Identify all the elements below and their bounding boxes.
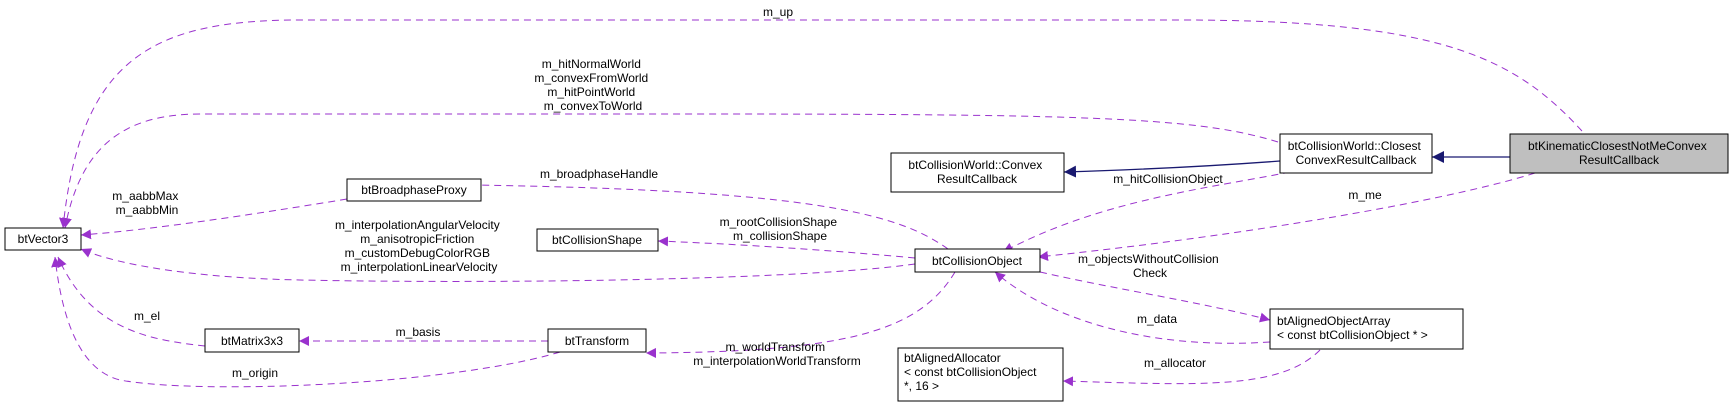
edge-closest-to-vector [61,113,1279,229]
node-closest-convex-result-callback[interactable]: btCollisionWorld::Closest ConvexResultCa… [1279,133,1433,174]
edge-closest-inherits-convex [1063,160,1281,178]
svg-text:btVector3: btVector3 [18,232,69,246]
node-bt-transform[interactable]: btTransform [547,328,647,353]
edge-collision-shape [657,236,916,259]
label-object-vector: m_interpolationAngularVelocity m_anisotr… [335,218,503,274]
label-m-el: m_el [134,309,160,323]
edge-labels: m_up m_hitNormalWorld m_convexFromWorld … [112,5,1382,380]
label-m-up: m_up [763,5,793,19]
svg-text:btMatrix3x3: btMatrix3x3 [221,334,283,348]
edges [51,19,1591,388]
edge-m-el [57,256,206,347]
edge-m-me [1037,172,1536,261]
svg-text:btKinematicClosestNotMeConvex: btKinematicClosestNotMeConvex ResultCall… [1528,139,1710,167]
svg-text:btAlignedAllocator < con: btAlignedAllocator < const btCollisionOb… [904,351,1040,393]
node-bt-aligned-object-array[interactable]: btAlignedObjectArray < const btCollision… [1269,308,1464,350]
edge-m-data [994,271,1271,344]
node-bt-vector3[interactable]: btVector3 [4,227,82,251]
node-bt-aligned-allocator[interactable]: btAlignedAllocator < const btCollisionOb… [897,347,1064,402]
edge-world-transform [645,271,956,358]
svg-text:btTransform: btTransform [565,334,629,348]
svg-text:btCollisionWorld::Convex: btCollisionWorld::Convex ResultCallback [908,158,1045,186]
label-hit-collision-object: m_hitCollisionObject [1113,172,1223,186]
label-objects-without-collision: m_objectsWithoutCollision Check [1078,252,1222,280]
edge-aabb [80,198,348,240]
svg-text:btCollisionObject: btCollisionObject [932,254,1023,268]
edge-broadphase-handle [469,180,949,250]
label-aabb: m_aabbMax m_aabbMin [112,189,181,217]
label-world-transform: m_worldTransform m_interpolationWorldTra… [693,340,860,368]
svg-text:btBroadphaseProxy: btBroadphaseProxy [361,183,466,197]
label-closest-vector: m_hitNormalWorld m_convexFromWorld m_hit… [534,57,651,113]
edge-object-to-vector [80,248,916,282]
label-m-allocator: m_allocator [1144,356,1206,370]
svg-text:btAlignedObjectArray < c: btAlignedObjectArray < const btCollision… [1277,314,1428,342]
label-m-origin: m_origin [232,366,278,380]
edge-hit-collision-object [1002,171,1291,253]
node-bt-matrix3x3[interactable]: btMatrix3x3 [204,328,300,353]
node-kinematic-closest-not-me-convex-result-callback[interactable]: btKinematicClosestNotMeConvex ResultCall… [1509,133,1729,174]
node-convex-result-callback[interactable]: btCollisionWorld::Convex ResultCallback [890,152,1065,193]
node-bt-collision-object[interactable]: btCollisionObject [914,248,1041,273]
svg-text:btCollisionShape: btCollisionShape [552,233,642,247]
edge-objects-without-collision [1039,271,1271,323]
svg-text:btCollisionWorld::Closest: btCollisionWorld::Closest ConvexResultCa… [1288,139,1425,167]
label-collision-shape: m_rootCollisionShape m_collisionShape [720,215,841,243]
node-bt-collision-shape[interactable]: btCollisionShape [536,228,659,252]
label-m-data: m_data [1137,312,1177,326]
edge-m-origin [51,256,561,388]
label-m-basis: m_basis [396,325,441,339]
label-m-me: m_me [1348,188,1382,202]
node-bt-broadphase-proxy[interactable]: btBroadphaseProxy [346,178,482,202]
edge-m-allocator [1062,349,1321,387]
label-broadphase-handle: m_broadphaseHandle [540,167,658,181]
